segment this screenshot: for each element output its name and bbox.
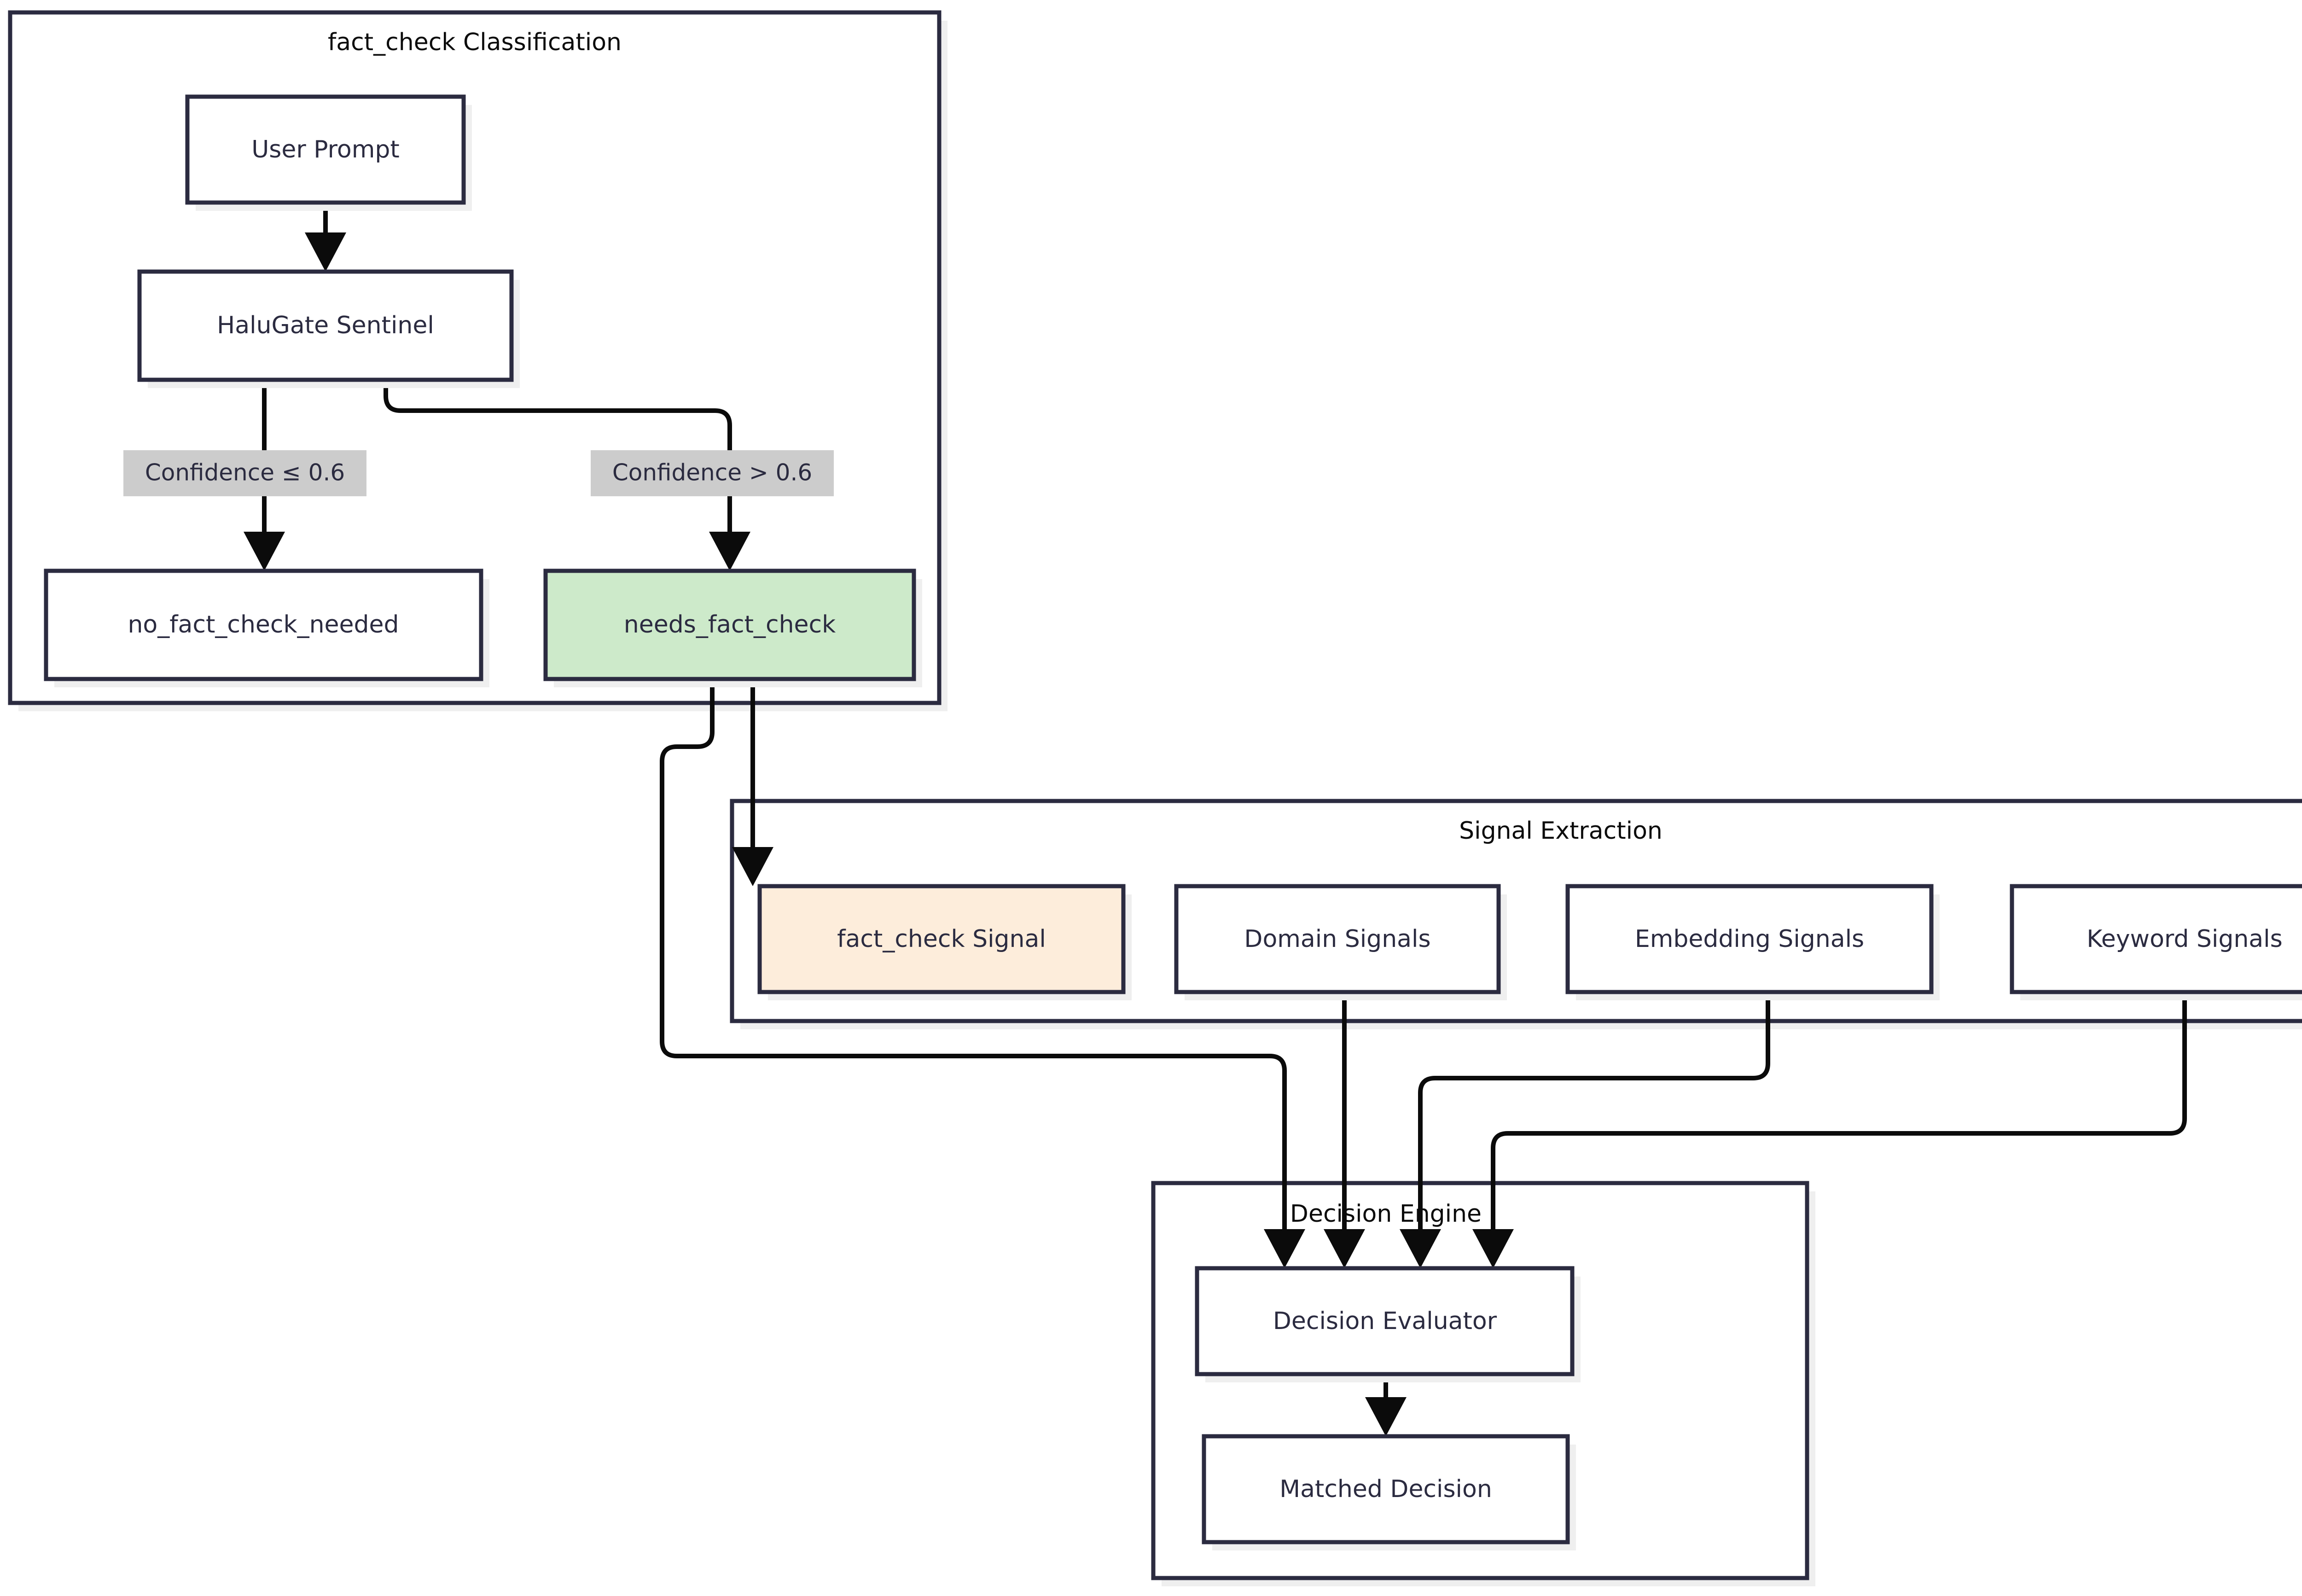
edge-needs-fact-check-to-decision-evaluator xyxy=(660,679,1305,1268)
node-border xyxy=(185,94,466,205)
node-border xyxy=(1202,1434,1570,1544)
node-label-domain-signals: Domain Signals xyxy=(1244,925,1430,953)
arrow-head-icon xyxy=(305,232,346,272)
edge-halugate-to-needs-fact-check xyxy=(384,380,750,571)
cluster-title-fact-check-classification: fact_check Classification xyxy=(328,29,622,56)
node-halugate-sentinel[interactable]: HaluGate Sentinel xyxy=(137,269,520,388)
node-label-embedding-signals: Embedding Signals xyxy=(1635,925,1864,953)
edge-label-background xyxy=(123,450,366,496)
node-border xyxy=(1195,1266,1575,1376)
node-border xyxy=(757,884,1126,994)
node-border xyxy=(44,569,483,681)
arrow-head-icon xyxy=(1365,1397,1407,1436)
node-label-matched-decision: Matched Decision xyxy=(1279,1475,1492,1503)
arrow-head-icon xyxy=(1472,1229,1514,1268)
edge-needs-fact-check-to-fact-check-signal xyxy=(732,679,773,886)
node-needs-fact-check[interactable]: needs_fact_check xyxy=(543,569,922,687)
node-label-user-prompt: User Prompt xyxy=(251,136,400,163)
node-domain-signals[interactable]: Domain Signals xyxy=(1174,884,1507,1000)
node-label-fact-check-signal: fact_check Signal xyxy=(837,925,1046,953)
node-label-needs-fact-check: needs_fact_check xyxy=(624,611,836,638)
node-embedding-signals[interactable]: Embedding Signals xyxy=(1565,884,1940,1000)
node-label-keyword-signals: Keyword Signals xyxy=(2087,925,2282,953)
edge-label-text-confidence-low: Confidence ≤ 0.6 xyxy=(145,459,345,486)
node-keyword-signals[interactable]: Keyword Signals xyxy=(2010,884,2302,1000)
node-no-fact-check-needed[interactable]: no_fact_check_needed xyxy=(44,569,489,687)
node-border xyxy=(137,269,514,382)
node-label-halugate-sentinel: HaluGate Sentinel xyxy=(217,312,434,339)
node-label-decision-evaluator: Decision Evaluator xyxy=(1273,1307,1497,1335)
node-matched-decision[interactable]: Matched Decision xyxy=(1202,1434,1576,1550)
cluster-title-decision-engine: Decision Engine xyxy=(1290,1200,1482,1228)
edge-label-text-confidence-high: Confidence > 0.6 xyxy=(612,459,812,486)
node-border xyxy=(2010,884,2302,994)
node-user-prompt[interactable]: User Prompt xyxy=(185,94,472,211)
arrow-head-icon xyxy=(709,532,750,571)
edge-embedding-signals-to-decision-evaluator xyxy=(1400,992,1770,1268)
edge-label-confidence-low: Confidence ≤ 0.6 xyxy=(123,450,366,496)
node-border xyxy=(543,569,916,681)
edge-label-background xyxy=(591,450,834,496)
node-label-no-fact-check-needed: no_fact_check_needed xyxy=(128,611,399,638)
cluster-title-signal-extraction: Signal Extraction xyxy=(1459,817,1663,845)
node-fact-check-signal[interactable]: fact_check Signal xyxy=(757,884,1132,1000)
node-decision-evaluator[interactable]: Decision Evaluator xyxy=(1195,1266,1581,1382)
node-border xyxy=(1565,884,1934,994)
edge-label-confidence-high: Confidence > 0.6 xyxy=(591,450,834,496)
arrow-head-icon xyxy=(244,532,285,571)
arrow-head-icon xyxy=(732,847,773,886)
arrow-head-icon xyxy=(1400,1229,1441,1268)
arrow-head-icon xyxy=(1264,1229,1305,1268)
arrow-head-icon xyxy=(1324,1229,1365,1268)
edge-domain-signals-to-decision-evaluator xyxy=(1324,992,1365,1268)
node-border xyxy=(1174,884,1501,994)
edge-keyword-signals-to-decision-evaluator xyxy=(1472,992,2187,1268)
